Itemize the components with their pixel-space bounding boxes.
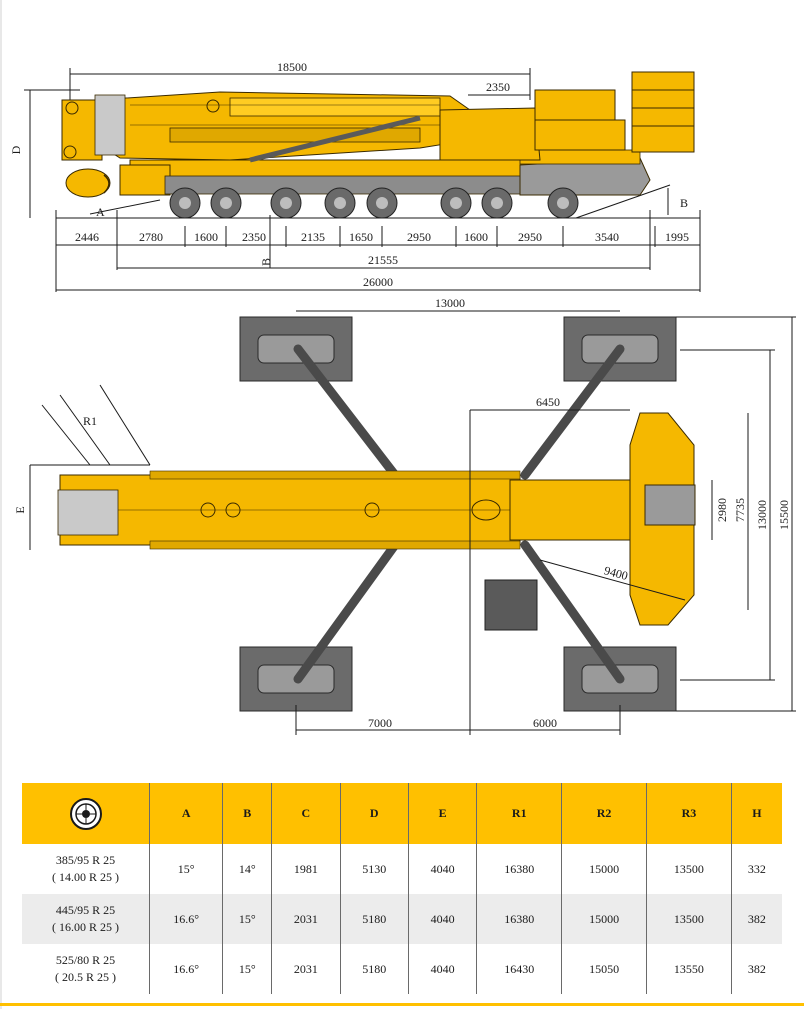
axle-spacing: 2446 bbox=[75, 230, 99, 244]
dim-2980: 2980 bbox=[715, 498, 729, 522]
axle-spacing: 2950 bbox=[407, 230, 431, 244]
column-header-c: C bbox=[271, 783, 341, 844]
table-row: 525/80 R 25( 20.5 R 25 ) 16.6° 15° 2031 … bbox=[22, 944, 782, 994]
spec-table: A B C D E R1 R2 R3 H 385/95 R 25 ( 14.00 … bbox=[22, 783, 782, 994]
dim-7735: 7735 bbox=[733, 498, 747, 522]
table-cell: 5130 bbox=[339, 844, 409, 894]
dim-15500: 15500 bbox=[777, 500, 791, 530]
dim-boom-length: 18500 bbox=[277, 60, 307, 74]
table-cell: 16380 bbox=[476, 844, 562, 894]
table-cell: 16.6° bbox=[148, 944, 223, 994]
table-cell: 1981 bbox=[271, 844, 341, 894]
column-header-r3: R3 bbox=[645, 783, 732, 844]
table-cell: 16430 bbox=[476, 944, 562, 994]
axle-spacing: 1600 bbox=[194, 230, 218, 244]
table-cell: 13500 bbox=[645, 844, 732, 894]
tyre-size-cell: 525/80 R 25 ( 20.5 R 25 ) bbox=[22, 944, 150, 994]
axle-spacing: 1650 bbox=[349, 230, 373, 244]
table-cell: 13550 bbox=[645, 944, 732, 994]
table-cell: 382 bbox=[730, 944, 782, 994]
tyre-size-alt: ( 20.5 R 25 ) bbox=[55, 970, 116, 984]
table-cell: 382 bbox=[730, 894, 782, 944]
label-r1: R1 bbox=[83, 414, 97, 428]
dim-wheelbase-total: 21555 bbox=[368, 253, 398, 267]
crane-top-view-diagram: 13000 6450 7000 6000 9400 2980 7735 1300… bbox=[13, 296, 796, 735]
table-row: 385/95 R 25 ( 14.00 R 25 ) 15° 14° 1981 5… bbox=[22, 844, 782, 894]
axle-spacing: 2350 bbox=[242, 230, 266, 244]
table-cell: 15000 bbox=[561, 844, 647, 894]
table-cell: 5180 bbox=[339, 944, 409, 994]
table-cell: 15000 bbox=[561, 894, 647, 944]
column-header-a: A bbox=[148, 783, 223, 844]
table-cell: 5180 bbox=[339, 894, 409, 944]
label-a: A bbox=[96, 205, 105, 219]
dim-outrigger-front-bottom: 7000 bbox=[368, 716, 392, 730]
tyre-icon bbox=[69, 797, 102, 830]
tyre-size-alt: ( 16.00 R 25 ) bbox=[52, 920, 119, 934]
axle-spacing: 3540 bbox=[595, 230, 619, 244]
table-cell: 16380 bbox=[476, 894, 562, 944]
table-cell: 332 bbox=[730, 844, 782, 894]
tyre-size: 525/80 R 25 bbox=[55, 953, 116, 967]
table-cell: 4040 bbox=[407, 894, 477, 944]
table-cell: 14° bbox=[222, 844, 272, 894]
dim-outrigger-span-top: 13000 bbox=[435, 296, 465, 310]
dim-overall-length: 26000 bbox=[363, 275, 393, 289]
label-b-lower: B bbox=[259, 258, 273, 266]
page-left-rule bbox=[0, 0, 2, 1009]
table-cell: 15050 bbox=[561, 944, 647, 994]
crane-side-drawing bbox=[61, 71, 695, 219]
tyre-size-cell: 445/95 R 25 ( 16.00 R 25 ) bbox=[22, 894, 150, 944]
table-row: 445/95 R 25 ( 16.00 R 25 ) 16.6° 15° 2031… bbox=[22, 894, 782, 944]
axle-spacing: 1995 bbox=[665, 230, 689, 244]
tyre-size-cell: 385/95 R 25 ( 14.00 R 25 ) bbox=[22, 844, 150, 894]
label-b: B bbox=[680, 196, 688, 210]
table-cell: 16.6° bbox=[148, 894, 223, 944]
axle-spacing-dimensions: 2446 2780 1600 2350 2135 1650 2950 1600 … bbox=[75, 230, 689, 244]
axle-spacing: 2780 bbox=[139, 230, 163, 244]
dim-13000: 13000 bbox=[755, 500, 769, 530]
axle-spacing: 2135 bbox=[301, 230, 325, 244]
dim-counterweight-radius: 9400 bbox=[603, 563, 630, 583]
column-header-h: H bbox=[730, 783, 782, 844]
column-header-r1: R1 bbox=[476, 783, 562, 844]
table-cell: 15° bbox=[148, 844, 223, 894]
table-cell: 15° bbox=[222, 894, 272, 944]
column-header-r2: R2 bbox=[561, 783, 647, 844]
tyre-size-alt: ( 14.00 R 25 ) bbox=[52, 870, 119, 884]
dim-rear-span: 6450 bbox=[536, 395, 560, 409]
dim-outrigger-rear-bottom: 6000 bbox=[533, 716, 557, 730]
dim-rear-offset: 2350 bbox=[486, 80, 510, 94]
table-cell: 13500 bbox=[645, 894, 732, 944]
table-header-row: A B C D E R1 R2 R3 H bbox=[22, 783, 782, 844]
table-cell: 4040 bbox=[407, 844, 477, 894]
table-cell: 4040 bbox=[407, 944, 477, 994]
table-cell: 2031 bbox=[271, 944, 341, 994]
column-header-e: E bbox=[407, 783, 477, 844]
tyre-size: 385/95 R 25 bbox=[55, 853, 116, 867]
bottom-rule bbox=[0, 1003, 804, 1006]
table-cell: 15° bbox=[222, 944, 272, 994]
crane-top-drawing bbox=[57, 412, 696, 631]
label-e: E bbox=[13, 506, 27, 513]
tyre-header bbox=[22, 783, 150, 844]
column-header-d: D bbox=[339, 783, 409, 844]
axle-spacing: 2950 bbox=[518, 230, 542, 244]
crane-side-view-diagram: 18500 2350 D A B B 2446 2780 1600 2350 2… bbox=[9, 60, 701, 292]
label-d: D bbox=[9, 145, 23, 154]
table-cell: 2031 bbox=[271, 894, 341, 944]
tyre-size: 445/95 R 25 bbox=[55, 903, 116, 917]
axle-spacing: 1600 bbox=[464, 230, 488, 244]
column-header-b: B bbox=[222, 783, 272, 844]
